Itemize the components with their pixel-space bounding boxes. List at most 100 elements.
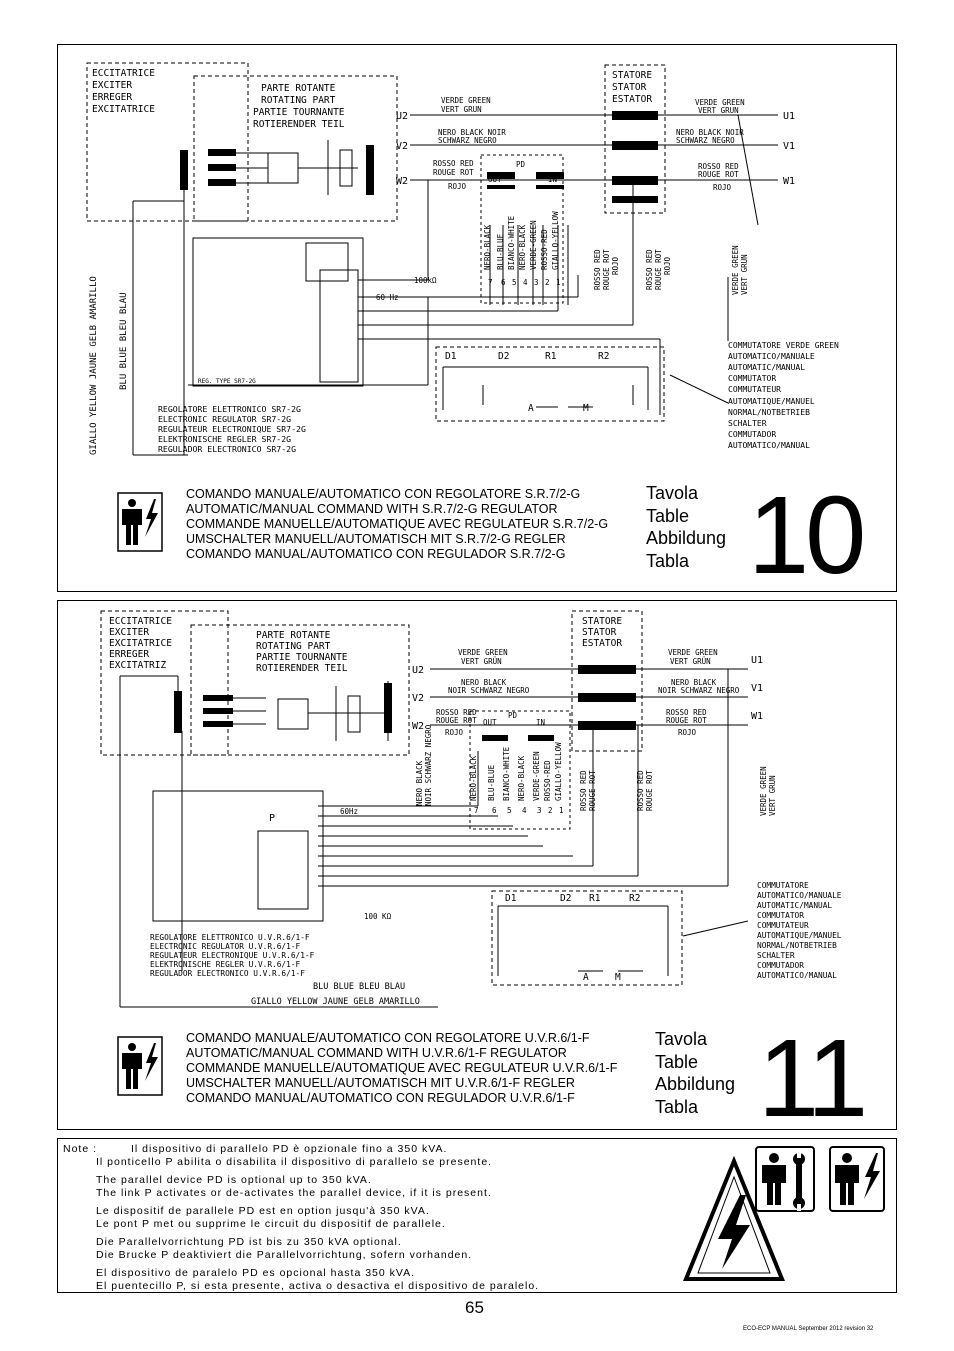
commutator-label: AUTOMATICO/MANUALE xyxy=(757,891,842,900)
vertical-wire-label: VERT GRUN xyxy=(768,775,777,816)
table-label-10: Tavola Table Abbildung Tabla xyxy=(646,483,727,571)
terminal-v1: V1 xyxy=(751,683,763,694)
rotating-label: PARTE ROTANTE xyxy=(261,83,336,94)
switch-r1-label: R1 xyxy=(545,351,557,362)
exciter-label: ECCITATRICE xyxy=(109,616,172,627)
switch-r2-label: R2 xyxy=(629,893,640,904)
exciter-label: EXCITER xyxy=(109,627,149,638)
wire-label: ROSSO RED xyxy=(698,162,739,171)
vertical-wire-label: VERDE-GREEN xyxy=(529,220,538,270)
vertical-wire-label: GIALLO-YELLOW xyxy=(551,211,560,270)
terminal-u1: U1 xyxy=(751,655,763,666)
table-number-11: 11 xyxy=(758,1017,868,1140)
commutator-label: COMMUTATORE xyxy=(757,881,809,890)
stator-label: ESTATOR xyxy=(612,94,652,105)
wire-number: 7 xyxy=(474,806,479,815)
commutator-label: COMMUTATEUR xyxy=(757,921,809,930)
commutator-label: AUTOMATIC/MANUAL xyxy=(728,363,805,372)
terminal-u1: U1 xyxy=(783,111,795,122)
commutator-label: AUTOMATIC/MANUAL xyxy=(757,901,832,910)
wire-number: 4 xyxy=(522,806,527,815)
vertical-wire-label: ROSSO-RED xyxy=(540,229,549,270)
commutator-label: AUTOMATICO/MANUALE xyxy=(728,352,815,361)
rotating-label: ROTIERENDER TEIL xyxy=(253,119,345,130)
switch-d1-label: D1 xyxy=(505,893,517,904)
commutator-label: AUTOMATICO/MANUAL xyxy=(728,441,810,450)
commutator-label: COMMUTATEUR xyxy=(728,385,781,394)
pd-label: PD xyxy=(508,711,518,720)
commutator-label: COMMUTADOR xyxy=(757,961,804,970)
vertical-wire-label: NERO-BLACK xyxy=(518,224,527,270)
wire-label: NERO BLACK NOIR xyxy=(676,128,744,137)
vertical-wire-label: ROSSO RED xyxy=(645,249,654,290)
wire-label: ROJO xyxy=(678,728,697,737)
wire-label: VERT GRUN xyxy=(441,105,482,114)
regulator-label: ELECTRONIC REGULATOR U.V.R.6/1-F xyxy=(150,942,301,951)
wire-label: ROUGE ROT xyxy=(698,170,739,179)
switch-a-label: A xyxy=(583,972,589,983)
wire-label: SCHWARZ NEGRO xyxy=(676,136,735,145)
vertical-wire-label: VERDE GREEN xyxy=(759,766,768,816)
stator-label: STATORE xyxy=(612,70,652,81)
vertical-wire-label: ROSSO RED xyxy=(593,249,602,290)
regulator-label: ELEKTRONISCHE REGLER U.V.R.6/1-F xyxy=(150,960,301,969)
exciter-label: EXCITATRICE xyxy=(109,638,172,649)
switch-a-label: A xyxy=(528,403,534,414)
notes-text: Il dispositivo di parallelo PD è opziona… xyxy=(96,1143,540,1292)
vertical-wire-label: ROUGE ROT xyxy=(602,249,611,290)
wire-label: ROUGE ROT xyxy=(433,168,474,177)
regulator-label: REGULADOR ELECTRONICO SR7-2G xyxy=(158,444,296,454)
yellow-wire-label: GIALLO YELLOW JAUNE GELB AMARILLO xyxy=(251,997,420,1007)
wire-label: SCHWARZ NEGRO xyxy=(438,136,497,145)
vertical-wire-label: ROUGE ROT xyxy=(645,770,654,811)
vertical-wire-label: NERO-BLACK xyxy=(517,755,526,801)
hz-label: 60 Hz xyxy=(376,293,399,302)
stator-label: STATOR xyxy=(582,627,617,638)
commutator-label: SCHALTER xyxy=(728,419,767,428)
regulator-label: ELECTRONIC REGULATOR SR7-2G xyxy=(158,414,291,424)
wire-label: NOIR SCHWARZ NEGRO xyxy=(448,686,530,695)
regulator-label: REGOLATORE ELETTRONICO U.V.R.6/1-F xyxy=(150,933,310,942)
vertical-wire-label: ROUGE ROT xyxy=(588,770,597,811)
wiring-diagram-10: ECCITATRICE EXCITER ERREGER EXCITATRICE … xyxy=(86,62,839,552)
vertical-wire-label: BIANCO-WHITE xyxy=(507,215,516,270)
wire-number: 1 xyxy=(559,806,564,815)
vertical-wire-label: NERO-BLACK xyxy=(483,224,492,270)
electric-shock-person-icon xyxy=(117,492,163,552)
wire-number: 5 xyxy=(507,806,512,815)
pd-in-label: IN xyxy=(536,718,545,727)
switch-m-label: M xyxy=(615,972,621,983)
switch-r1-label: R1 xyxy=(589,893,601,904)
wire-number: 6 xyxy=(492,806,497,815)
diagram-panel-10: ECCITATRICE EXCITER ERREGER EXCITATRICE … xyxy=(57,44,897,592)
wire-number: 2 xyxy=(548,806,553,815)
wire-label: ROSSO RED xyxy=(433,159,474,168)
commutator-label: AUTOMATICO/MANUAL xyxy=(757,971,837,980)
rotating-label: PARTIE TOURNANTE xyxy=(253,107,345,118)
wire-label: VERDE GREEN xyxy=(458,648,508,657)
terminal-w1: W1 xyxy=(751,711,763,722)
wire-label: ROUGE ROT xyxy=(666,716,707,725)
commutator-label: COMMUTATOR xyxy=(757,911,804,920)
commutator-label: NORMAL/NOTBETRIEB xyxy=(757,941,837,950)
vertical-wire-label: VERDE GREEN xyxy=(731,245,740,295)
stator-label: STATOR xyxy=(612,82,647,93)
exciter-label: ECCITATRICE xyxy=(92,68,155,79)
wire-label: ROJO xyxy=(448,182,467,191)
regulator-board-label: REG. TYPE SR7-2G xyxy=(198,378,256,385)
wire-number: 3 xyxy=(537,806,542,815)
commutator-label: COMMUTATOR xyxy=(728,374,776,383)
vertical-wire-label: ROSSO RED xyxy=(636,770,645,811)
exciter-label: ERREGER xyxy=(92,92,132,103)
wire-label: NERO BLACK xyxy=(671,678,717,687)
vertical-wire-label: ROSSO RED xyxy=(579,770,588,811)
vertical-wire-label: NOIR SCHWARZ NEGRO xyxy=(424,724,433,806)
pd-in-label: IN xyxy=(548,175,557,184)
vertical-wire-label: NERO BLACK xyxy=(415,760,424,806)
terminal-u2: U2 xyxy=(396,111,408,122)
vertical-wire-label: BLU-BLUE xyxy=(496,233,505,270)
switch-d2-label: D2 xyxy=(560,893,571,904)
wire-label: VERDE GREEN xyxy=(441,96,491,105)
notes-panel: Note : Il dispositivo di parallelo PD è … xyxy=(57,1138,897,1293)
switch-d1-label: D1 xyxy=(445,351,457,362)
